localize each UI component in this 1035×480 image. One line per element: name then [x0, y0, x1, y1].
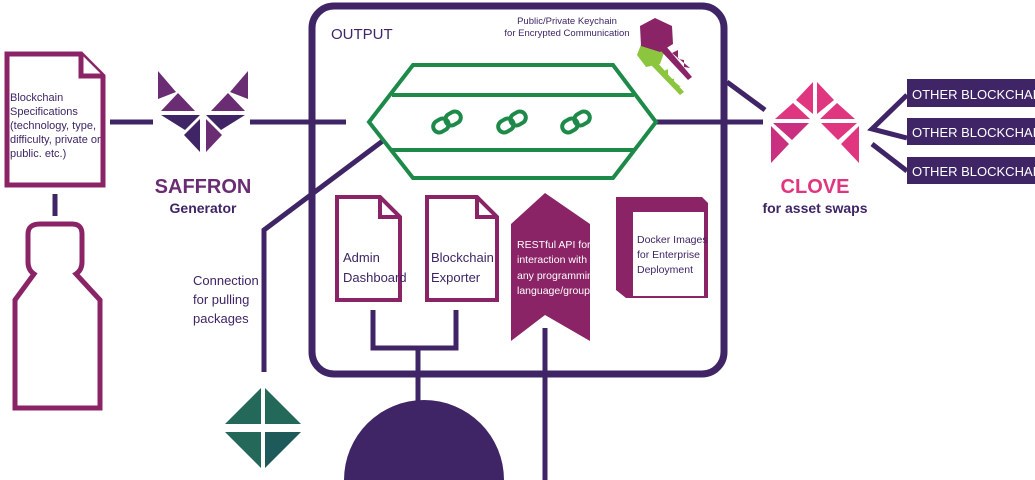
chain-link-icons [431, 109, 592, 135]
admin-line: Admin [343, 250, 380, 265]
clove-logo-icon [771, 82, 859, 163]
docker-images-box: Docker Images for Enterprise Deployment [616, 197, 708, 298]
connectors [52, 79, 909, 480]
line-connection-packages [261, 138, 386, 372]
docker-line: Docker Images [637, 234, 708, 246]
line-clove-to-chain-3 [870, 142, 909, 173]
docker-line: for Enterprise [637, 249, 700, 261]
admin-line: Dashboard [343, 270, 407, 285]
other-blockchain-2: OTHER BLOCKCHAIN [907, 118, 1035, 145]
chain-link-icon [431, 109, 463, 135]
exporter-line: Exporter [431, 270, 481, 285]
connection-line: Connection [193, 273, 259, 288]
restful-api-banner: RESTful API for interaction with any pro… [511, 193, 599, 341]
other-blockchain-label: OTHER BLOCKCHAIN [912, 87, 1035, 102]
output-box [308, 2, 728, 378]
spec-line: public. etc.) [10, 148, 66, 160]
spec-document: Blockchain Specifications (technology, t… [4, 51, 106, 188]
clove-title: CLOVE [781, 176, 850, 198]
bracket-docs [370, 310, 459, 351]
docker-line: Deployment [637, 264, 693, 276]
spec-line: Specifications [10, 106, 78, 118]
blockchain-exporter-doc: Blockchain Exporter [425, 195, 499, 302]
chain-link-icon [560, 109, 592, 135]
connection-line: packages [193, 311, 249, 326]
saffron-logo-icon [158, 71, 248, 152]
spec-line: (technology, type, [10, 120, 96, 132]
keychain-line: Public/Private Keychain [517, 16, 617, 27]
saffron-subtitle: Generator [170, 200, 237, 216]
clove-subtitle: for asset swaps [762, 200, 867, 216]
exporter-line: Blockchain [431, 250, 494, 265]
spec-line: Blockchain [10, 92, 63, 104]
other-blockchain-1: OTHER BLOCKCHAIN [907, 79, 1035, 107]
connection-line: for pulling [193, 292, 249, 307]
other-blockchain-label: OTHER BLOCKCHAIN [912, 125, 1035, 140]
keychain-line: for Encrypted Communication [504, 28, 629, 39]
other-blockchain-label: OTHER BLOCKCHAIN [912, 164, 1035, 179]
spec-line: difficulty, private or [10, 134, 101, 146]
base-node [344, 400, 504, 480]
user-icon [12, 221, 103, 411]
chain-link-icon [496, 109, 528, 135]
api-line: interaction with [517, 254, 587, 266]
other-blockchain-3: OTHER BLOCKCHAIN [907, 157, 1035, 184]
saffron-title: SAFFRON [155, 176, 252, 198]
line-keychain-to-clove [725, 79, 767, 113]
api-line: language/group [517, 285, 590, 297]
admin-dashboard-doc: Admin Dashboard [335, 195, 407, 302]
line-clove-to-chains [867, 93, 909, 141]
api-line: any programming [517, 270, 599, 282]
package-repo-logo-icon [225, 388, 301, 468]
output-label: OUTPUT [331, 26, 393, 43]
key-icon [637, 18, 692, 95]
api-line: RESTful API for [517, 239, 591, 251]
